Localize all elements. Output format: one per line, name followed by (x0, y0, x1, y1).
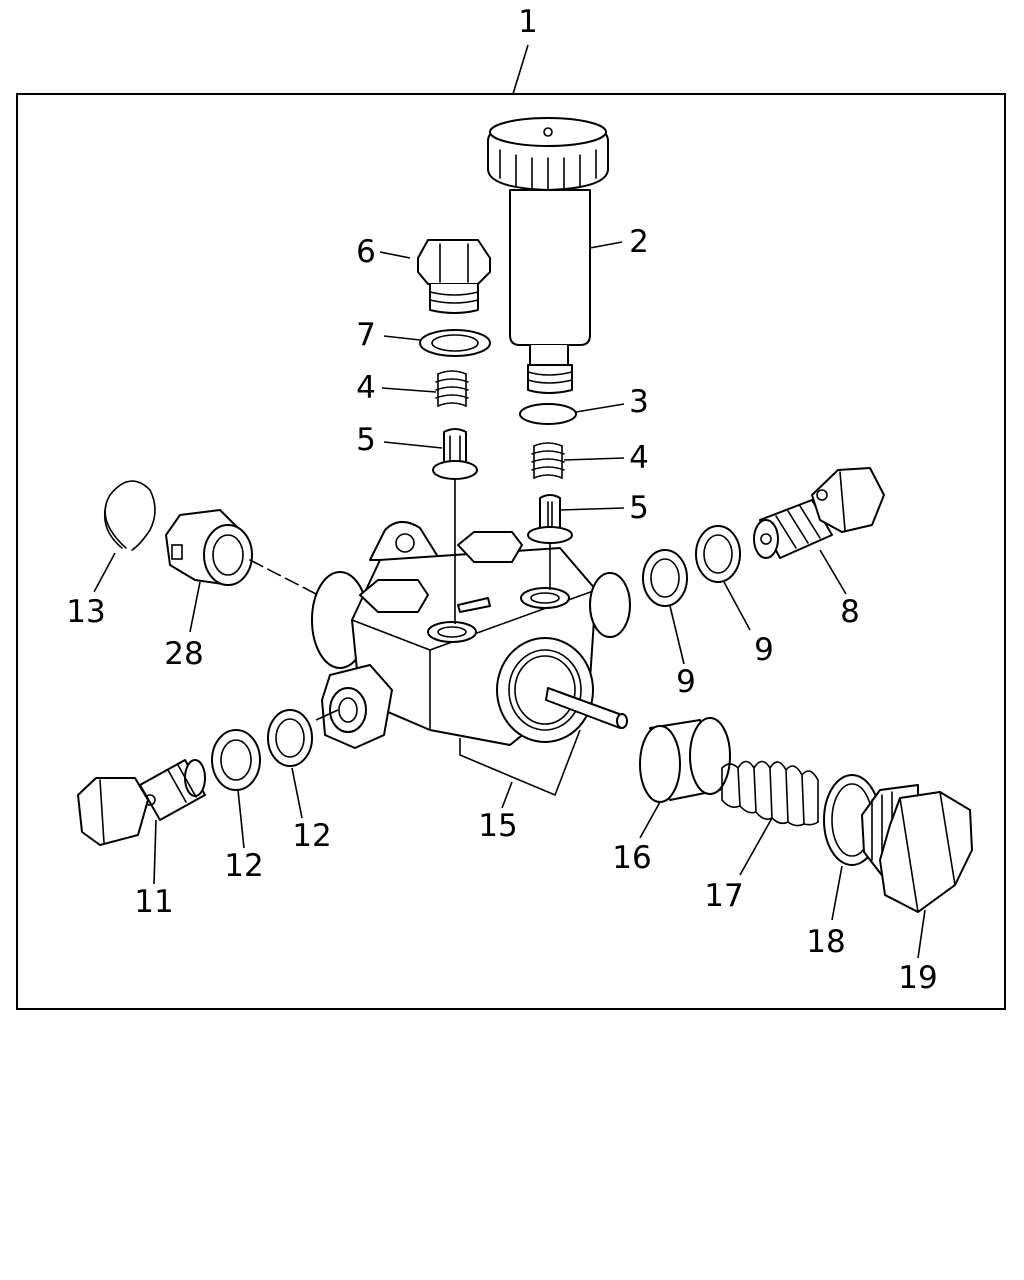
callout-4-left: 4 (356, 370, 376, 406)
part-pump-body (311, 521, 631, 797)
part-snap-ring-13 (103, 480, 156, 551)
callout-18: 18 (806, 924, 845, 960)
part-piston-16 (639, 717, 731, 803)
part-washer-12b (211, 729, 261, 791)
callout-8: 8 (840, 594, 860, 630)
part-valve-5b (527, 494, 573, 544)
callout-5-right: 5 (629, 490, 649, 526)
part-priming-pump (487, 117, 609, 394)
part-valve-5a (432, 428, 478, 480)
strainer-centerline (249, 559, 319, 596)
callout-4-right: 4 (629, 440, 649, 476)
callout-16: 16 (612, 840, 651, 876)
callout-9-right: 9 (754, 632, 774, 668)
part-plug-19 (861, 784, 973, 913)
part-eye-bolt-11 (77, 759, 206, 846)
part-spring-4b (531, 442, 565, 479)
callout-1: 1 (518, 4, 538, 40)
part-washer-9a (642, 549, 688, 607)
callout-7: 7 (356, 317, 376, 353)
callout-2: 2 (629, 224, 649, 260)
part-washer-9b (695, 525, 741, 583)
callout-3: 3 (629, 384, 649, 420)
callout-labels: 1 2 6 7 4 5 3 4 5 13 28 8 9 9 12 15 16 1… (66, 4, 937, 996)
callout-11: 11 (134, 884, 173, 920)
callout-6: 6 (356, 234, 376, 270)
leader-lines (93, 44, 926, 959)
callout-12-right: 12 (292, 818, 331, 854)
assembly-frame (16, 93, 1006, 1010)
part-gasket-7 (419, 329, 491, 357)
part-gasket-3 (519, 403, 577, 425)
part-strainer-28 (165, 509, 253, 586)
callout-5-left: 5 (356, 422, 376, 458)
callout-28: 28 (164, 636, 203, 672)
callout-13: 13 (66, 594, 105, 630)
callout-15: 15 (478, 808, 517, 844)
callout-12-left: 12 (224, 848, 263, 884)
callout-17: 17 (704, 878, 743, 914)
callout-9-left: 9 (676, 664, 696, 700)
part-eye-bolt-8 (753, 467, 885, 559)
part-washer-12a (267, 709, 313, 767)
part-plug-6 (417, 239, 491, 314)
callout-19: 19 (898, 960, 937, 996)
part-spring-4a (435, 370, 469, 407)
part-spring-17 (721, 760, 819, 827)
